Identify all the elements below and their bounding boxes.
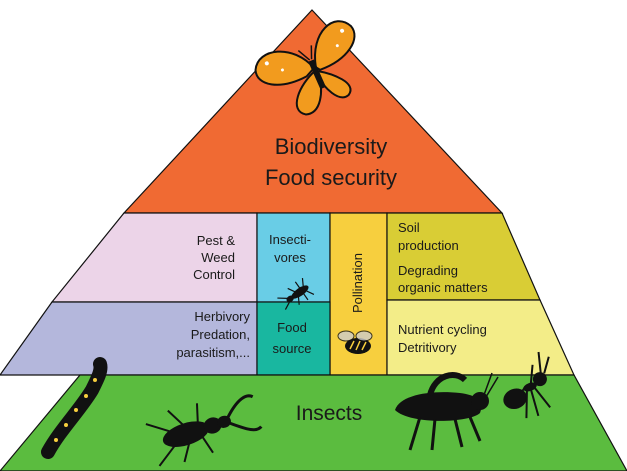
soil-line3: Degrading <box>398 263 458 278</box>
soil-line2: production <box>398 238 459 253</box>
nutrient-line2: Detritivory <box>398 340 457 355</box>
insectivores-line1: Insecti- <box>269 232 311 247</box>
pest-weed-line2: Weed <box>201 250 235 265</box>
nutrient-line1: Nutrient cycling <box>398 322 487 337</box>
food-source-line1: Food <box>277 320 307 335</box>
pollination-label: Pollination <box>350 253 365 313</box>
top-title-line1: Biodiversity <box>275 134 387 159</box>
herbivory-line3: parasitism,... <box>176 345 250 360</box>
food-source-cell <box>257 302 330 375</box>
herbivory-line1: Herbivory <box>194 309 250 324</box>
base-label: Insects <box>296 402 363 425</box>
soil-line4: organic matters <box>398 280 488 295</box>
pest-weed-line3: Control <box>193 267 235 282</box>
top-title-line2: Food security <box>265 165 397 190</box>
soil-line1: Soil <box>398 220 420 235</box>
pest-weed-line1: Pest & <box>197 233 236 248</box>
food-source-line2: source <box>272 341 311 356</box>
insectivores-line2: vores <box>274 250 306 265</box>
herbivory-line2: Predation, <box>191 327 250 342</box>
